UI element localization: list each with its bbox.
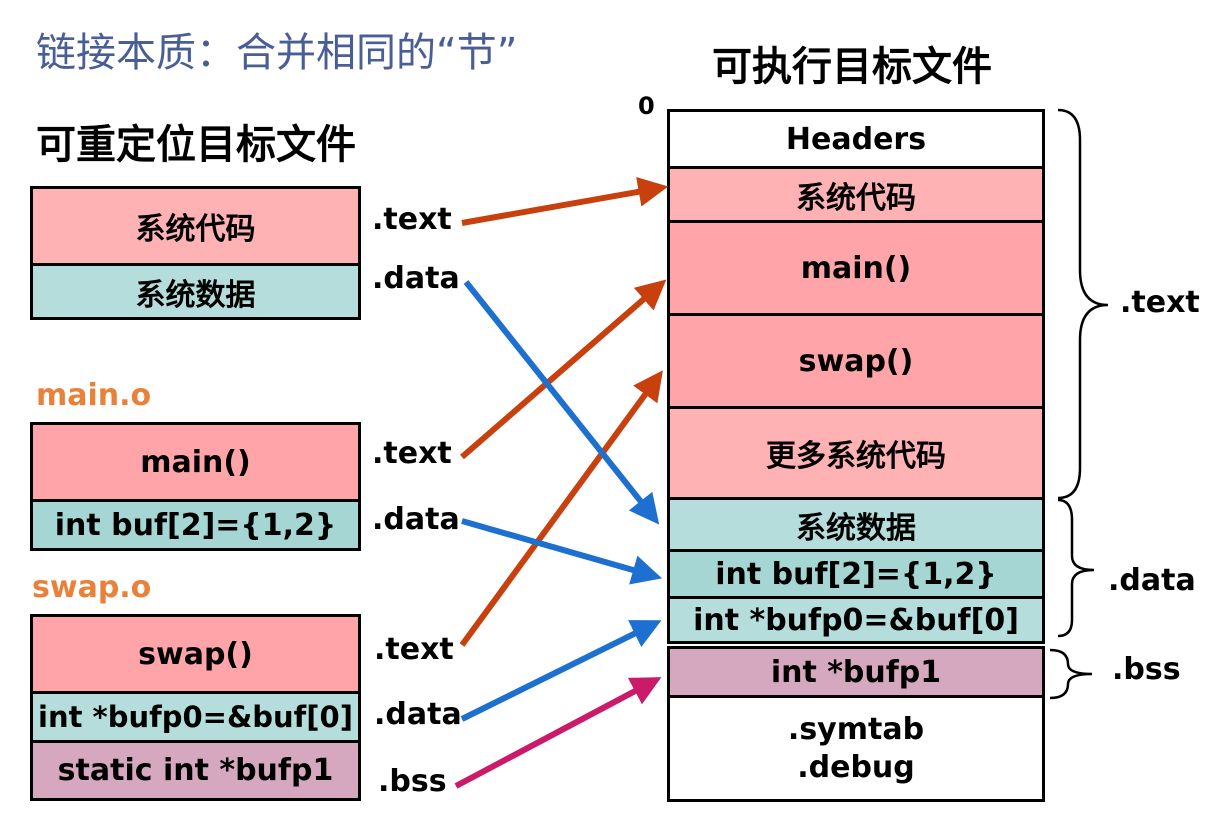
exec-symtab-debug: .symtab .debug: [667, 695, 1045, 802]
exec-main: main(): [667, 220, 1045, 316]
slide-title: 链接本质：合并相同的“节”: [36, 30, 518, 76]
relocatable-heading: 可重定位目标文件: [36, 122, 356, 168]
exec-symtab-label: .symtab: [787, 712, 925, 747]
system-data-block: 系统数据: [30, 263, 361, 320]
arrow-system-text: [461, 176, 669, 226]
exec-swap: swap(): [667, 313, 1045, 409]
arrow-main-text: [460, 279, 667, 460]
arrow-swap-bss: [454, 677, 662, 789]
bss-brace-label: .bss: [1112, 652, 1181, 687]
data-brace-label: .data: [1108, 563, 1196, 598]
arrow-system-data: [463, 280, 660, 525]
arrow-main-data: [461, 518, 663, 585]
swap-func-block: swap(): [30, 614, 361, 694]
arrow-swap-data: [460, 620, 662, 722]
system-data-label: .data: [372, 261, 460, 296]
bss-brace: [1049, 648, 1093, 700]
system-text-label: .text: [372, 202, 452, 237]
exec-bufp0: int *bufp0=&buf[0]: [667, 596, 1045, 644]
arrow-swap-text: [459, 370, 663, 647]
exec-buf: int buf[2]={1,2}: [667, 549, 1045, 599]
offset-zero-label: 0: [638, 92, 655, 120]
swap-text-label: .text: [374, 632, 454, 667]
system-code-block: 系统代码: [30, 186, 361, 266]
text-brace: [1057, 108, 1109, 500]
main-o-label: main.o: [36, 378, 152, 413]
swap-data-label: .data: [374, 697, 462, 732]
swap-o-label: swap.o: [32, 570, 152, 605]
main-data-block: int buf[2]={1,2}: [30, 499, 361, 551]
swap-bss-block: static int *bufp1: [30, 740, 361, 801]
main-func-block: main(): [30, 422, 361, 502]
swap-bss-label: .bss: [378, 764, 447, 799]
executable-heading: 可执行目标文件: [712, 44, 992, 90]
swap-data-block: int *bufp0=&buf[0]: [30, 691, 361, 743]
main-data-label: .data: [372, 502, 460, 537]
exec-debug-label: .debug: [797, 749, 915, 785]
main-text-label: .text: [372, 436, 452, 471]
text-brace-label: .text: [1120, 285, 1200, 320]
data-brace: [1057, 498, 1095, 638]
exec-more-system-code: 更多系统代码: [667, 406, 1045, 500]
